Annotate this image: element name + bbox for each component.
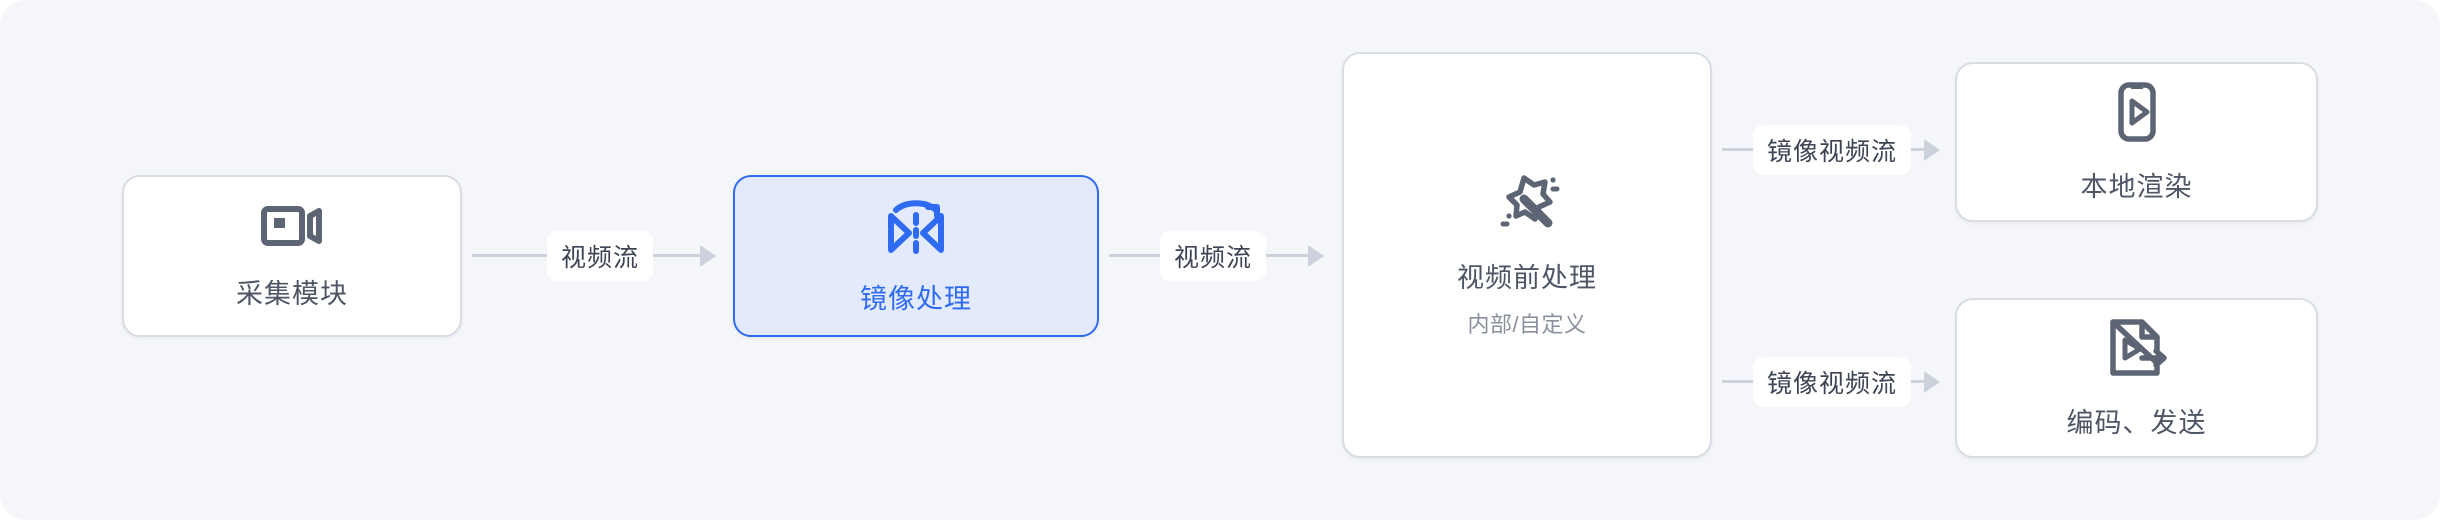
node-title: 视频前处理	[1457, 262, 1597, 293]
edge-label-video-stream-1: 视频流	[546, 231, 654, 281]
edge-label-mirror-video-stream-2: 镜像视频流	[1752, 357, 1912, 407]
edge-preproc-to-encode-arrowhead	[1924, 371, 1940, 393]
node-subtitle: 内部/自定义	[1467, 311, 1587, 337]
node-title: 本地渲染	[2080, 171, 2193, 202]
node-encode-send[interactable]: 编码、发送	[1955, 298, 2318, 458]
mirror-flip-icon	[884, 197, 948, 255]
magic-wand-icon	[1493, 172, 1561, 234]
edge-capture-to-mirror-arrowhead	[700, 245, 716, 267]
node-local-render[interactable]: 本地渲染	[1955, 62, 2318, 222]
phone-play-icon	[2112, 81, 2162, 143]
video-camera-icon	[260, 202, 324, 250]
node-title: 镜像处理	[860, 283, 972, 314]
node-video-preprocessing[interactable]: 视频前处理 内部/自定义	[1342, 52, 1712, 458]
edge-preproc-to-render-arrowhead	[1924, 139, 1940, 161]
node-title: 采集模块	[236, 278, 348, 309]
edge-label-mirror-video-stream-1: 镜像视频流	[1752, 125, 1912, 175]
edge-label-video-stream-2: 视频流	[1159, 231, 1267, 281]
node-title: 编码、发送	[2066, 407, 2207, 438]
node-mirror-processing[interactable]: 镜像处理	[733, 175, 1099, 337]
edge-mirror-to-preproc-arrowhead	[1308, 245, 1324, 267]
node-capture-module[interactable]: 采集模块	[122, 175, 462, 337]
video-file-export-icon	[2106, 317, 2168, 379]
